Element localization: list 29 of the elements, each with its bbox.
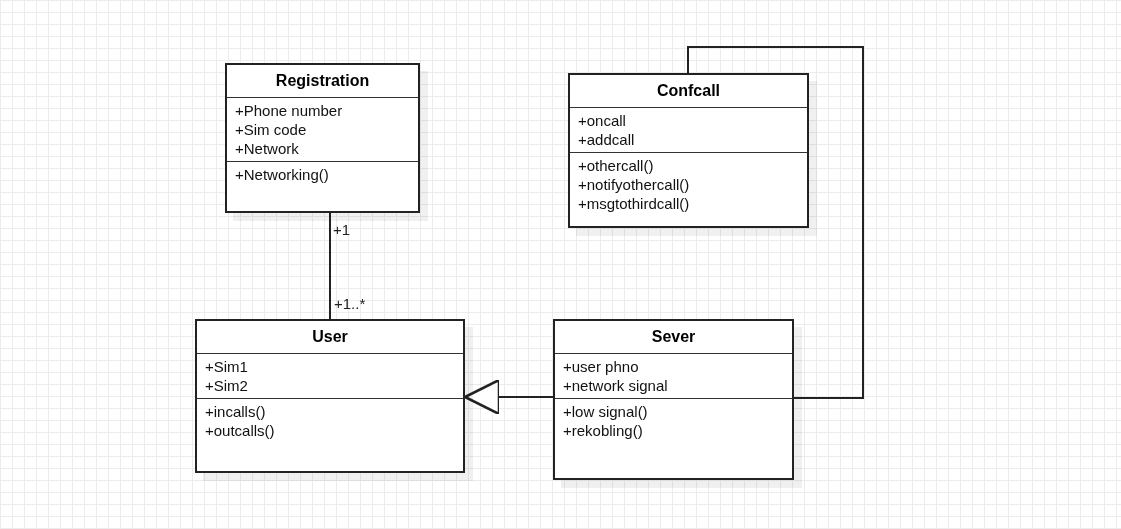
attribute-text: +addcall bbox=[578, 130, 635, 149]
attribute-text: +Sim1 bbox=[205, 357, 248, 376]
attribute-text: +user phno bbox=[563, 357, 639, 376]
class-box bbox=[195, 319, 465, 473]
method-text: +outcalls() bbox=[205, 421, 275, 440]
class-name: User bbox=[312, 328, 348, 345]
attribute-text: +Sim code bbox=[235, 120, 307, 139]
class-box bbox=[553, 319, 794, 480]
multiplicity-label: +1..* bbox=[334, 295, 366, 312]
attribute-text: +oncall bbox=[578, 111, 626, 130]
method-text: +notifyothercall() bbox=[578, 175, 690, 194]
method-text: +othercall() bbox=[578, 156, 654, 175]
class-box bbox=[225, 63, 420, 213]
attribute-text: +Network bbox=[235, 139, 299, 158]
method-text: +low signal() bbox=[563, 402, 648, 421]
method-text: +msgtothirdcall() bbox=[578, 194, 690, 213]
class-name: Registration bbox=[275, 72, 370, 89]
method-text: +Networking() bbox=[235, 165, 329, 184]
attribute-text: +Sim2 bbox=[205, 376, 248, 395]
multiplicity-label: +1 bbox=[333, 221, 351, 238]
method-text: +incalls() bbox=[205, 402, 266, 421]
attribute-text: +network signal bbox=[563, 376, 668, 395]
association-line bbox=[687, 46, 864, 399]
class-name: Sever bbox=[651, 328, 696, 345]
class-box bbox=[568, 73, 809, 228]
association-line bbox=[329, 212, 331, 320]
attribute-text: +Phone number bbox=[235, 101, 343, 120]
class-name: Confcall bbox=[656, 82, 721, 99]
method-text: +rekobling() bbox=[563, 421, 643, 440]
